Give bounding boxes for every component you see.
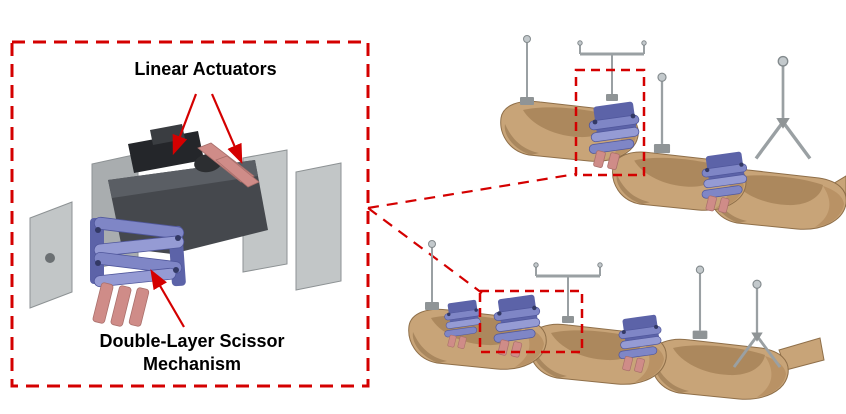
robot-assembly-top [500, 34, 846, 230]
scissor-mechanism-label: Double-Layer Scissor Mechanism [60, 330, 324, 375]
scissor-label-line1: Double-Layer Scissor [99, 331, 285, 351]
arrow-linear-actuator-left [172, 93, 198, 156]
mount-plate-right-outer [295, 162, 342, 291]
actuator-chassis-top [108, 160, 258, 198]
highlight-box-top [574, 68, 646, 177]
callout-line-bottom [367, 207, 483, 294]
module-antenna [652, 72, 672, 155]
module-tbar [532, 261, 604, 325]
arrow-scissor-mechanism [150, 269, 185, 328]
highlight-box-bottom [478, 289, 584, 354]
push-rods-bottom [92, 282, 150, 327]
inset-dashed-border [10, 40, 370, 388]
module-antenna [424, 239, 440, 311]
robot-assembly-bottom [408, 239, 825, 400]
cad-actuator-module [29, 124, 342, 327]
plate-hole [45, 253, 55, 263]
scissor-label-line2: Mechanism [142, 353, 242, 374]
push-rods-top [197, 142, 260, 188]
annotation-arrows [150, 93, 243, 328]
module-antenna [691, 265, 709, 341]
arrow-linear-actuator-right [210, 93, 243, 165]
scissor-linkage [90, 216, 186, 288]
module-yoke [754, 54, 812, 161]
module-antenna [519, 34, 535, 106]
linear-actuators-label: Linear Actuators [134, 59, 277, 79]
callout-line-top [367, 172, 577, 210]
